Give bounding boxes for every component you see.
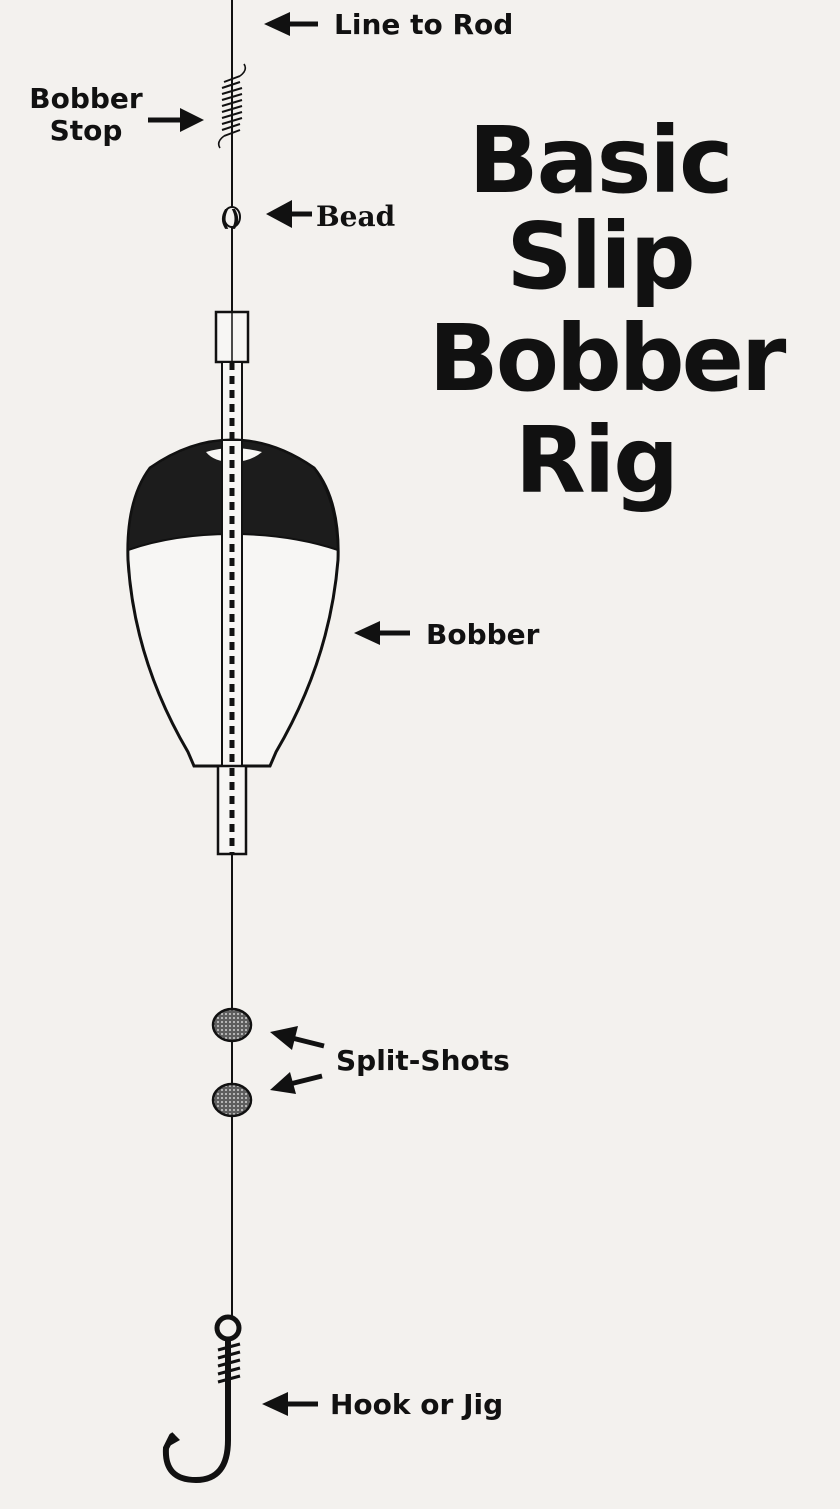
label-split-shots: Split-Shots (336, 1044, 510, 1077)
title-line-1: Basic (468, 107, 731, 214)
label-bead: Bead (316, 200, 395, 233)
left-arrow-icon (354, 621, 410, 645)
bobber-tube-stem (216, 362, 248, 856)
label-bobber: Bobber (426, 618, 540, 651)
left-arrow-icon (266, 200, 312, 228)
fish-hook-icon (162, 1314, 242, 1484)
left-arrow-icon (270, 1026, 325, 1050)
right-arrow-icon (148, 108, 204, 132)
label-bobber-stop-line1: Bobber (29, 82, 143, 115)
title-line-2: Slip (506, 203, 693, 310)
label-bobber-stop-line2: Stop (50, 114, 123, 147)
bobber-stop-icon (217, 63, 247, 149)
label-hook-or-jig: Hook or Jig (330, 1388, 503, 1421)
left-arrow-icon (270, 1072, 323, 1094)
split-shot-sinker-icon (211, 1007, 253, 1118)
label-line-to-rod: Line to Rod (334, 8, 513, 41)
bead-icon (223, 206, 241, 228)
bobber-tube-top (214, 310, 250, 453)
title-line-3: Bobber (429, 305, 787, 412)
left-arrow-icon (262, 1392, 318, 1416)
left-arrow-icon (264, 12, 318, 36)
label-bead-symbol: () (220, 207, 240, 232)
title-line-4: Rig (515, 407, 677, 514)
